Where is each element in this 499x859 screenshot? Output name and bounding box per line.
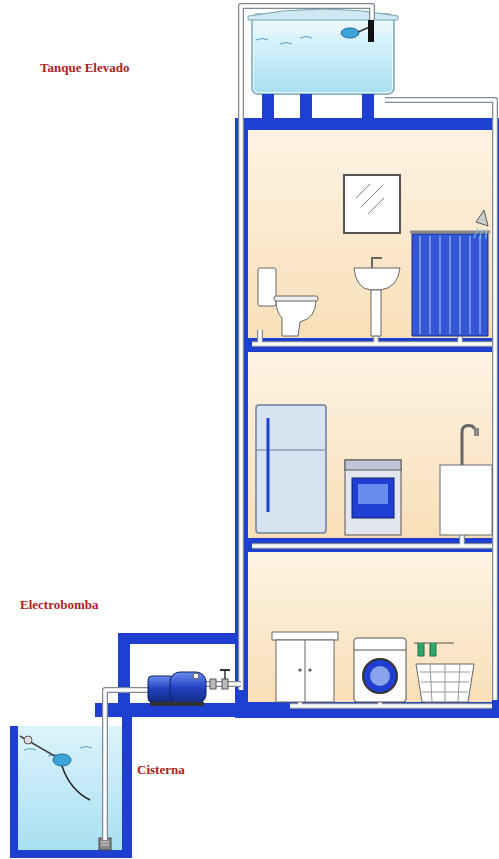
elevated-tank-part <box>256 37 312 45</box>
bathroom-fixtures-part <box>410 231 490 234</box>
bathroom-fixtures-part <box>274 296 318 301</box>
water-pipes <box>105 6 495 840</box>
elevated-tank <box>248 9 398 118</box>
bathroom-fixtures-part <box>354 268 400 290</box>
elevated-tank-part <box>368 20 374 42</box>
cistern-tank-part <box>101 842 109 845</box>
bathroom-fixtures-part <box>356 184 384 214</box>
elevated-tank-part <box>341 28 359 38</box>
laundry-fixtures-part <box>418 643 436 656</box>
elevated-tank-part <box>248 9 398 20</box>
laundry-fixtures-part <box>276 640 334 702</box>
kitchen-fixtures-part <box>267 418 270 512</box>
electric-pump <box>148 670 230 706</box>
house-building-part <box>235 118 499 718</box>
kitchen-fixtures-part <box>345 460 401 535</box>
part-label: Electrobomba <box>20 597 98 613</box>
kitchen-fixtures-part <box>358 484 388 504</box>
kitchen-fixtures-part <box>256 405 326 533</box>
kitchen-fixtures-part <box>474 428 479 436</box>
laundry-fixtures-part <box>363 659 397 693</box>
electric-pump-part <box>220 669 230 671</box>
bathroom-fixtures-part <box>371 290 381 336</box>
bathroom-fixtures-part <box>276 300 316 336</box>
water-pipes-part <box>385 100 495 700</box>
elevated-tank-part <box>254 34 392 92</box>
electric-pump-part <box>193 673 199 679</box>
laundry-fixtures-part <box>305 640 306 702</box>
pump-room-part <box>118 633 130 708</box>
pump-room <box>95 633 499 717</box>
bathroom-fixtures-part <box>420 236 480 334</box>
electric-pump-part <box>222 679 228 689</box>
kitchen-fixtures-part <box>440 465 492 535</box>
house-building <box>235 118 499 718</box>
cistern-tank-part <box>20 736 58 758</box>
electric-pump-part <box>210 679 216 689</box>
laundry-fixtures-part <box>298 668 301 671</box>
electric-pump-part <box>150 702 204 706</box>
water-pipes-part <box>241 6 372 690</box>
cistern-tank-part <box>10 726 132 858</box>
laundry-fixtures-part <box>308 668 311 671</box>
house-building-part <box>248 352 492 538</box>
bathroom-fixtures-part <box>344 175 400 233</box>
part-label: Cisterna <box>137 762 185 778</box>
water-pipes-part <box>252 535 492 546</box>
laundry-fixtures-part <box>272 632 338 640</box>
cistern-tank <box>10 703 132 858</box>
part-label: Tanque Elevado <box>40 60 129 76</box>
kitchen-fixtures-part <box>345 460 401 470</box>
kitchen-fixtures-part <box>462 426 476 465</box>
house-building-part <box>248 552 492 702</box>
bathroom-fixtures-part <box>476 210 488 226</box>
water-pipes-part <box>241 6 372 690</box>
house-building-part <box>248 130 492 338</box>
bathroom-fixtures <box>258 175 490 336</box>
cistern-tank-part <box>24 736 32 744</box>
electric-pump-part <box>224 670 226 679</box>
cistern-tank-part <box>122 703 132 733</box>
water-pipes-part <box>252 535 492 546</box>
bathroom-fixtures-part <box>412 234 488 336</box>
laundry-fixtures-part <box>416 664 474 702</box>
laundry-fixtures-part <box>354 650 406 651</box>
bathroom-fixtures-part <box>258 268 276 306</box>
pump-room-part <box>118 633 235 644</box>
water-pipes-part <box>385 100 495 700</box>
elevated-tank-part <box>300 94 312 118</box>
kitchen-fixtures-part <box>352 478 394 518</box>
elevated-tank-part <box>262 94 274 118</box>
kitchen-fixtures <box>256 405 492 535</box>
elevated-tank-part <box>252 14 394 94</box>
bathroom-fixtures-part <box>372 258 382 268</box>
laundry-fixtures-part <box>354 638 406 702</box>
cistern-tank-part <box>53 754 71 766</box>
laundry-fixtures <box>272 632 474 702</box>
laundry-fixtures-part <box>370 666 390 686</box>
laundry-fixtures-part <box>420 664 470 702</box>
bathroom-fixtures-part <box>474 228 486 239</box>
cistern-tank-part <box>62 766 90 800</box>
elevated-tank-part <box>362 94 374 118</box>
electric-pump-part <box>170 672 206 704</box>
